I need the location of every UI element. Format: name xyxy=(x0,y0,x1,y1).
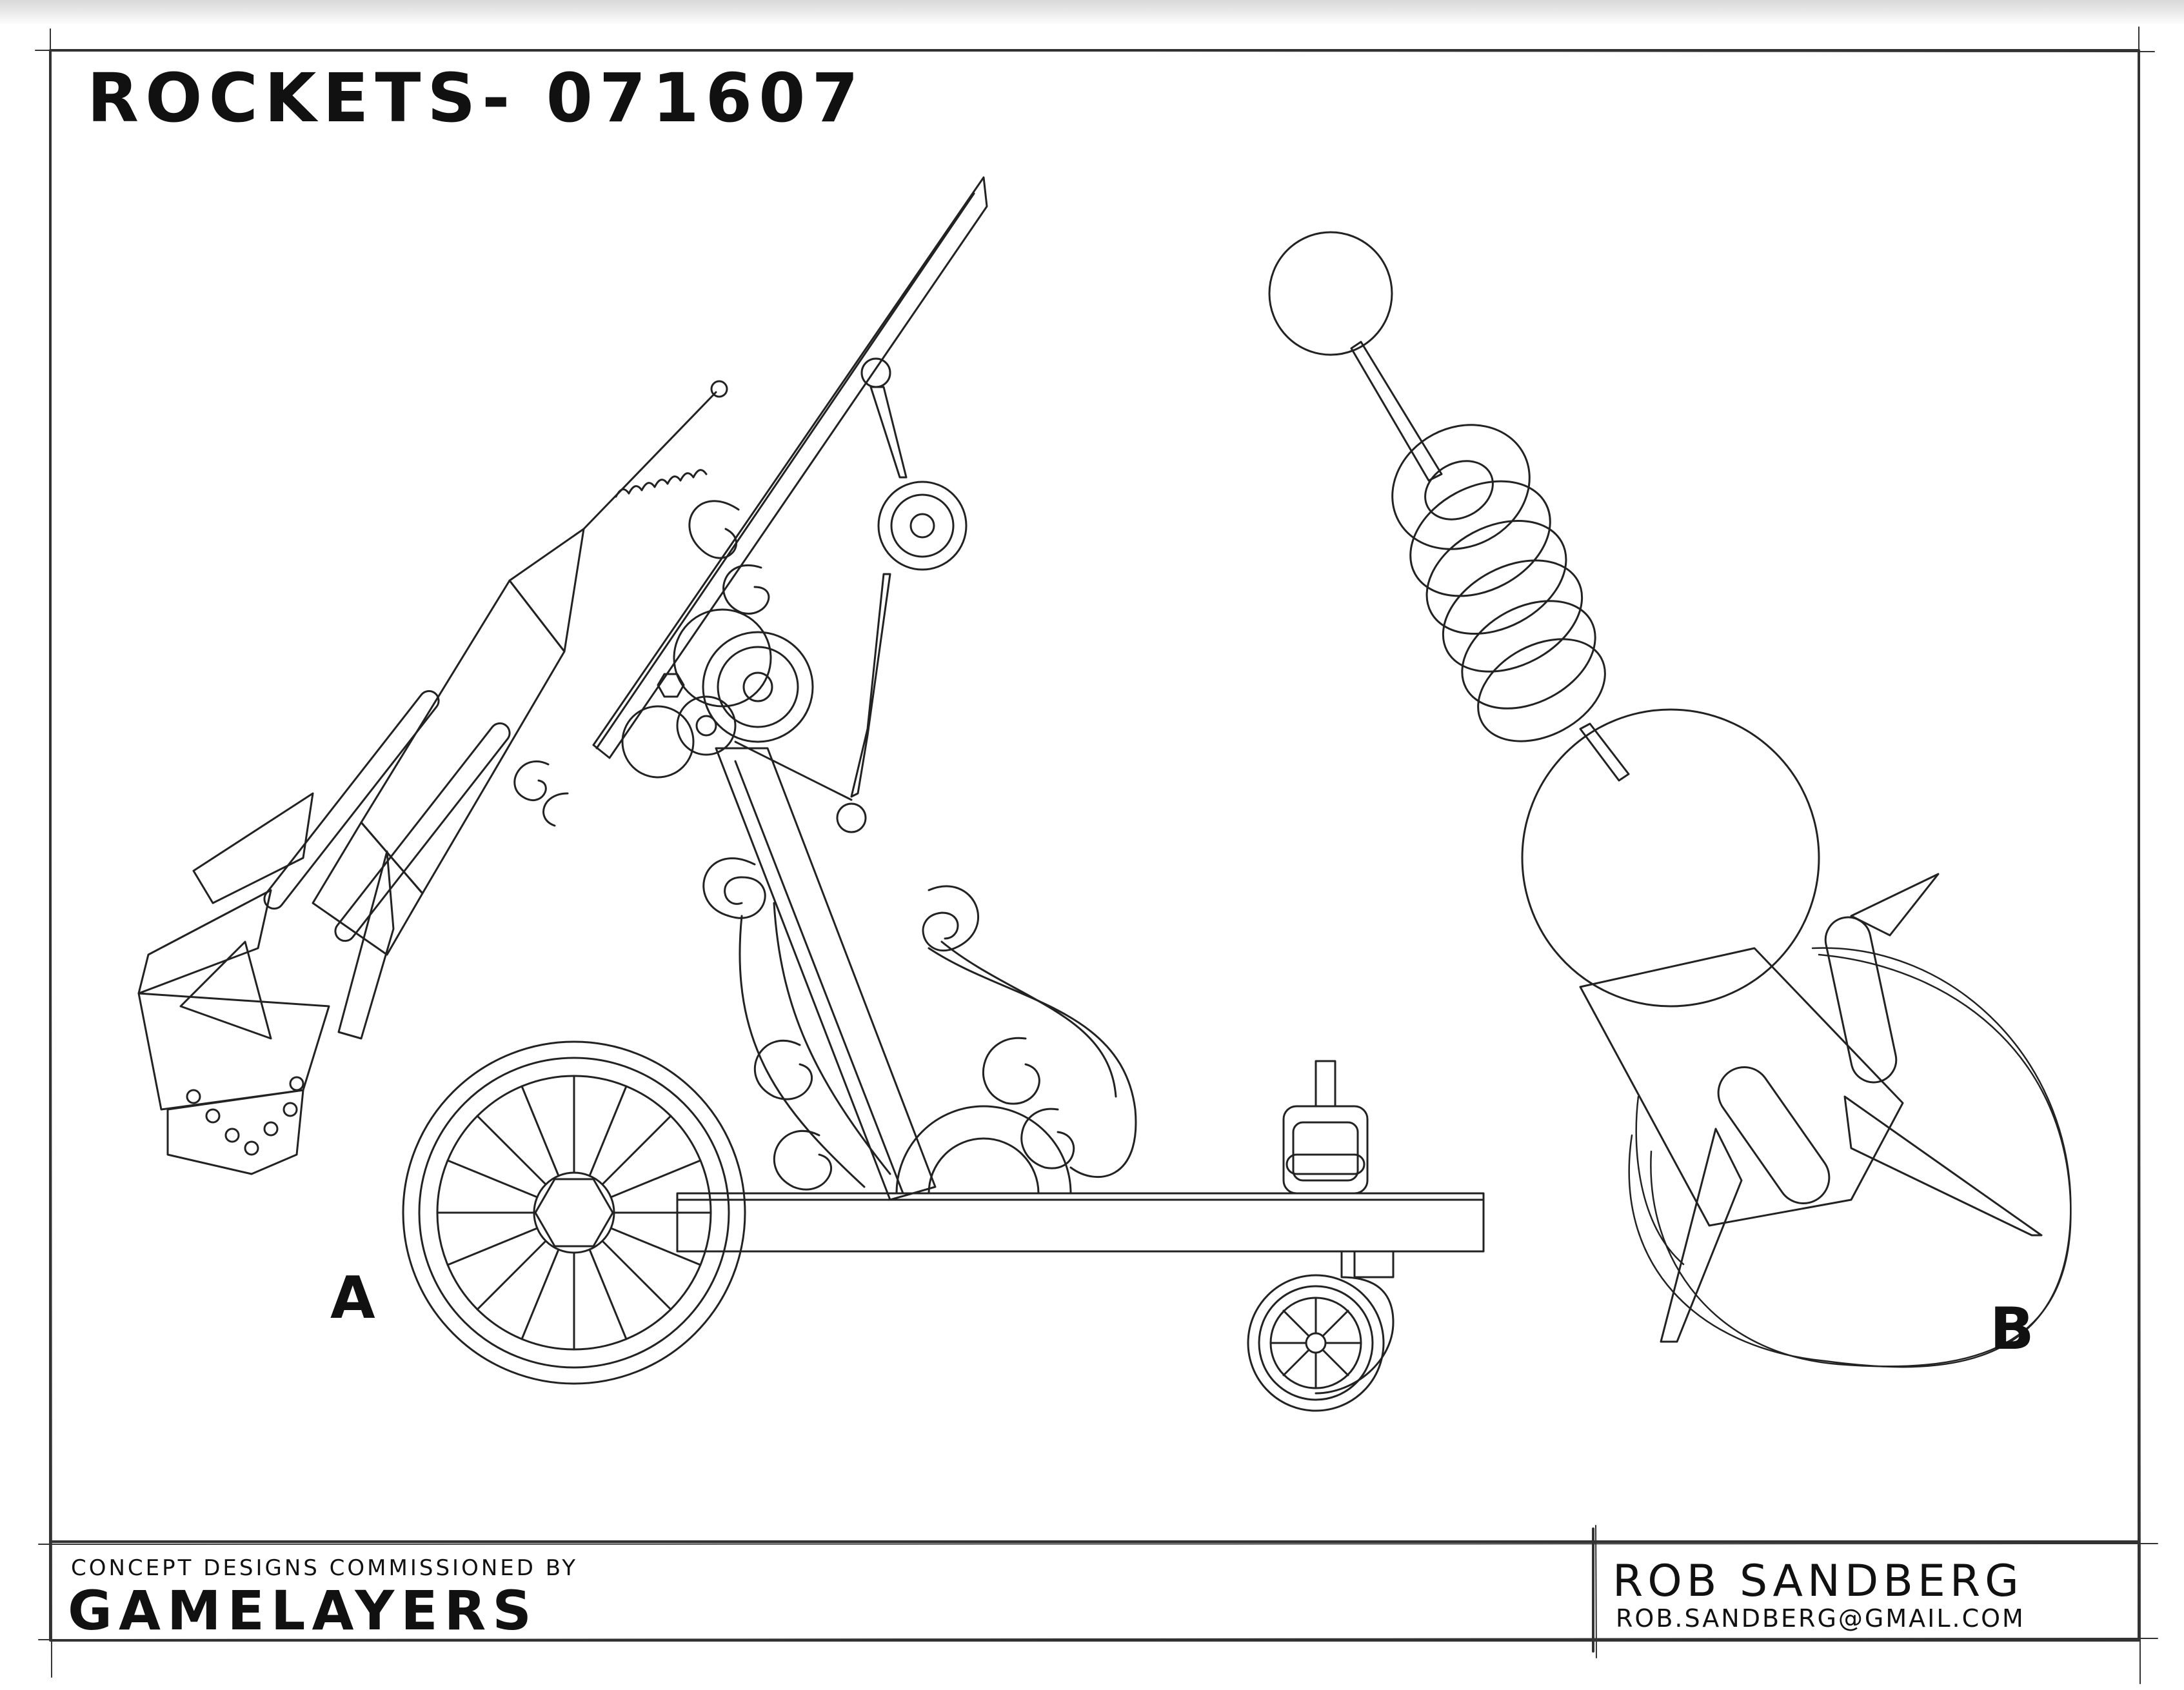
arch-wheel xyxy=(895,1105,1072,1195)
launch-rail xyxy=(592,176,988,759)
rocket-b-drawing xyxy=(1268,231,2072,1368)
support-strut xyxy=(715,741,937,1201)
footer-artist-name: ROB SANDBERG xyxy=(1613,1556,2023,1607)
design-label-a: A xyxy=(330,1264,375,1332)
linkage-arms xyxy=(836,357,908,833)
footer-client: GAMELAYERS xyxy=(68,1579,538,1642)
antenna-ball xyxy=(1268,231,1393,356)
main-wheel xyxy=(402,1040,746,1385)
rocket-b-hull xyxy=(1579,873,2043,1343)
top-shadow xyxy=(0,0,2184,26)
design-label-b: B xyxy=(1990,1295,2034,1363)
caster-wheel xyxy=(1247,1250,1395,1412)
sheet-frame xyxy=(35,26,2158,1684)
chassis xyxy=(676,1060,1485,1253)
gear-cluster xyxy=(621,481,968,779)
rocket-b-body-sphere xyxy=(1521,708,1820,1008)
footer-artist-email: ROB.SANDBERG@GMAIL.COM xyxy=(1616,1604,2025,1633)
coil-stack xyxy=(1391,424,1606,742)
launcher-a-drawing xyxy=(137,176,1485,1412)
rocket-a xyxy=(137,380,728,1040)
footer-credit: CONCEPT DESIGNS COMMISSIONED BY xyxy=(71,1555,578,1581)
sheet-title: ROCKETS- 071607 xyxy=(87,59,865,137)
launch-base xyxy=(137,992,330,1175)
rocket-b-base-sphere xyxy=(1628,947,2072,1368)
scroll-ornaments xyxy=(513,500,1137,1191)
